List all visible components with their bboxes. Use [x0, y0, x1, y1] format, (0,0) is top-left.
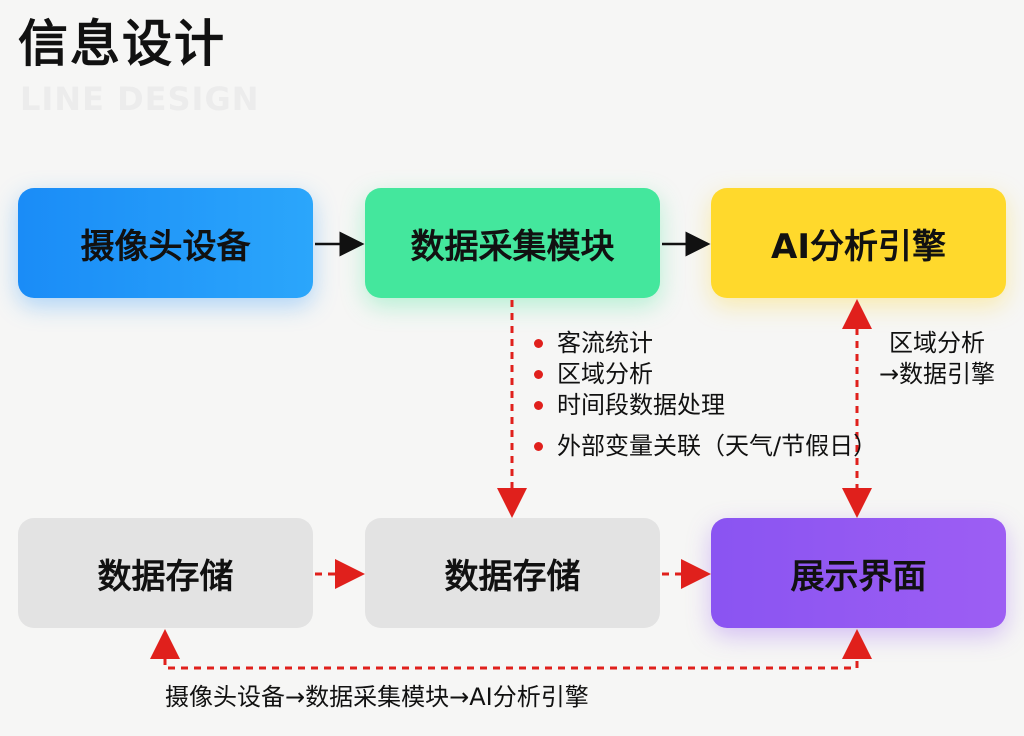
- data-storage-node-1: 数据存储: [18, 518, 313, 628]
- list-item: 外部变量关联（天气/节假日）: [534, 431, 877, 462]
- page-title: 信息设计: [18, 15, 226, 73]
- flow-caption: 摄像头设备→数据采集模块→AI分析引擎: [165, 683, 589, 711]
- side-note: 区域分析 →数据引擎: [862, 328, 1012, 390]
- bullet-icon: [534, 370, 543, 379]
- data-collection-node: 数据采集模块: [365, 188, 660, 298]
- camera-device-node: 摄像头设备: [18, 188, 313, 298]
- display-ui-node: 展示界面: [711, 518, 1006, 628]
- list-item-text: 区域分析: [557, 360, 653, 388]
- arrow-loop-display-to-storage: [150, 629, 872, 670]
- side-note-line2: →数据引擎: [878, 360, 996, 388]
- bullet-icon: [534, 442, 543, 451]
- data-storage-node-2: 数据存储: [365, 518, 660, 628]
- bullet-icon: [534, 401, 543, 410]
- list-item: 区域分析: [534, 359, 877, 390]
- ai-engine-node: AI分析引擎: [711, 188, 1006, 298]
- list-item-text: 外部变量关联（天气/节假日）: [557, 432, 878, 460]
- processing-list: 客流统计 区域分析 时间段数据处理 外部变量关联（天气/节假日）: [534, 328, 877, 462]
- list-item-text: 客流统计: [557, 329, 653, 357]
- list-item: 客流统计: [534, 328, 877, 359]
- bullet-icon: [534, 339, 543, 348]
- side-note-line1: 区域分析: [889, 329, 985, 357]
- list-item: 时间段数据处理: [534, 390, 877, 421]
- watermark-subtitle: LINE DESIGN: [20, 80, 260, 118]
- list-item-text: 时间段数据处理: [557, 391, 725, 419]
